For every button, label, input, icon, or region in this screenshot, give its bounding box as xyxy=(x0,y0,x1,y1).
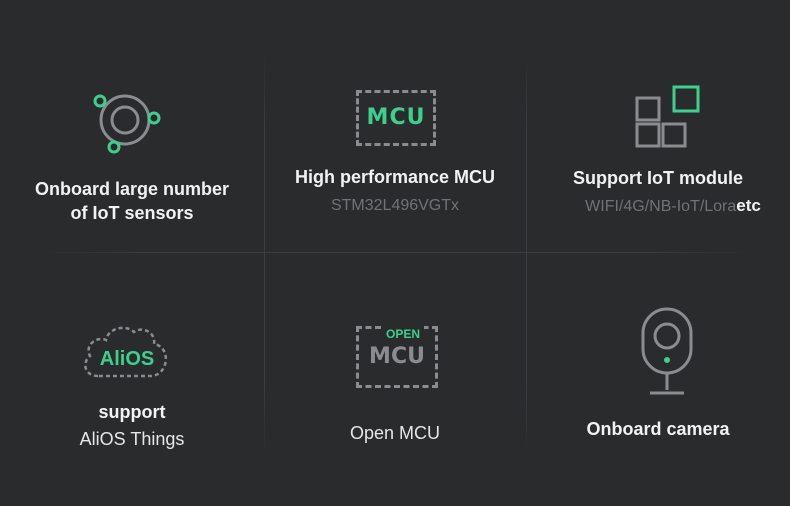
mcu-chip-label: MCU xyxy=(366,105,426,130)
feature-subtitle-protocols: WIFI/4G/NB-IoT/Lora xyxy=(585,198,737,215)
feature-onboard-camera: Onboard camera xyxy=(526,252,790,506)
feature-high-performance-mcu: MCU High performance MCU STM32L496VGTx xyxy=(264,0,526,252)
camera-icon xyxy=(641,307,693,395)
mcu-chip-icon: MCU xyxy=(356,90,436,146)
feature-subtitle-etc: etc xyxy=(736,196,761,215)
grid-divider-vertical-left xyxy=(264,55,265,455)
iot-module-blocks-icon xyxy=(635,85,700,148)
feature-title: High performance MCU xyxy=(294,167,496,187)
feature-subtitle: STM32L496VGTx xyxy=(330,197,460,214)
feature-iot-sensors: Onboard large number of IoT sensors xyxy=(0,0,264,252)
feature-title-line1: Onboard large number xyxy=(34,179,230,199)
grid-divider-vertical-right xyxy=(526,55,527,455)
feature-subtitle: AliOS Things xyxy=(79,429,185,449)
open-mcu-label: MCU xyxy=(369,344,425,369)
feature-title-line2: of IoT sensors xyxy=(70,203,194,223)
feature-iot-module: Support IoT module WIFI/4G/NB-IoT/Loraet… xyxy=(526,0,790,252)
feature-title: Open MCU xyxy=(349,423,441,443)
feature-title: Support IoT module xyxy=(573,168,743,188)
alios-cloud-icon xyxy=(84,326,167,378)
alios-cloud-label: AliOS xyxy=(99,348,155,370)
open-mcu-icon: OPEN MCU xyxy=(356,318,438,388)
feature-alios-things: AliOS support AliOS Things xyxy=(0,252,264,506)
feature-title: Onboard camera xyxy=(586,419,730,439)
feature-title: support xyxy=(98,402,166,422)
grid-divider-horizontal xyxy=(40,252,755,253)
feature-open-mcu: OPEN MCU Open MCU xyxy=(264,252,526,506)
orbit-sensors-icon xyxy=(93,94,161,154)
feature-subtitle: WIFI/4G/NB-IoT/Loraetc xyxy=(556,195,790,218)
open-mcu-badge: OPEN xyxy=(382,326,425,342)
